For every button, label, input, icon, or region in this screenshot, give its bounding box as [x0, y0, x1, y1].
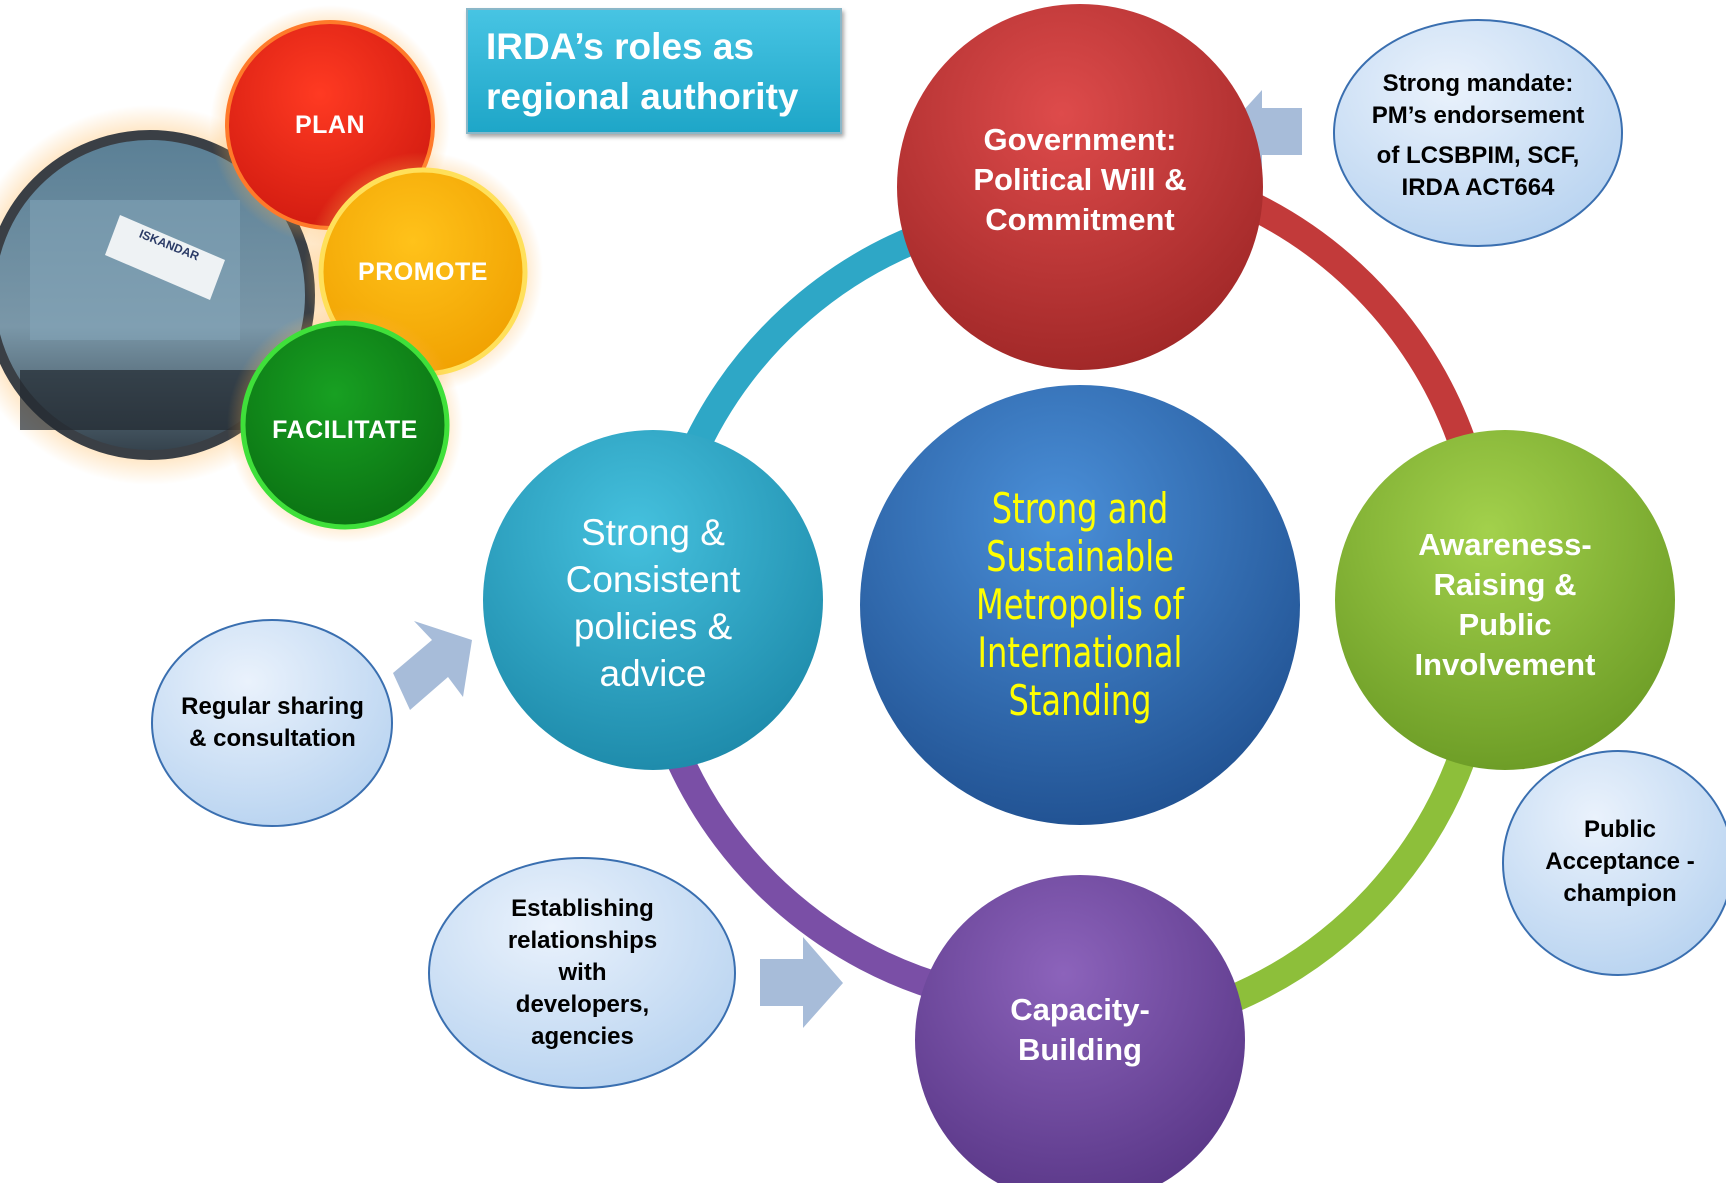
center-circle [860, 385, 1300, 825]
center-text: Strong and Sustainable Metropolis of Int… [919, 470, 1242, 740]
node-circle-capacity [915, 875, 1245, 1183]
support-acceptance-label: Public Acceptance - champion [1520, 812, 1720, 912]
node-capacity-label: Capacity- Building [960, 985, 1200, 1075]
sharing-line-1: Regular sharing [181, 692, 364, 720]
ring-segment-green [1224, 735, 1482, 1013]
awareness-line-2: Raising & [1433, 567, 1577, 602]
policies-line-2: Consistent [565, 558, 741, 600]
role-label-facilitate: FACILITATE [272, 415, 418, 444]
policies-line-4: advice [599, 652, 707, 694]
node-policies-label: Strong & Consistent policies & advice [533, 505, 773, 700]
relationships-line-2: relationships [507, 926, 658, 954]
support-mandate-label: Strong mandate: PM’s endorsement of LCSB… [1345, 63, 1611, 208]
node-circle-government [897, 4, 1263, 370]
arrow-sharing-to-policies [393, 621, 472, 710]
support-ellipse-mandate [1333, 19, 1623, 247]
support-ellipse-sharing [151, 619, 393, 827]
support-ellipse-relationships [428, 857, 736, 1089]
relationships-line-1: Establishing [511, 894, 654, 922]
node-circle-awareness [1335, 430, 1675, 770]
role-label-promote: PROMOTE [358, 257, 488, 286]
mandate-line-2: PM’s endorsement [1371, 101, 1585, 129]
government-line-1: Government: [983, 122, 1177, 157]
role-label-plan: PLAN [294, 110, 366, 139]
center-line-2: Sustainable [986, 532, 1174, 581]
capacity-line-2: Building [1018, 1032, 1142, 1067]
acceptance-line-3: champion [1563, 880, 1677, 907]
ring-segment-red [1234, 187, 1482, 465]
arrow-relationships-to-capacity [760, 937, 843, 1028]
policies-line-3: policies & [573, 605, 733, 647]
capacity-line-1: Capacity- [1010, 992, 1150, 1027]
government-line-3: Commitment [985, 202, 1175, 237]
center-line-4: International [977, 628, 1183, 677]
relationships-line-3: with [558, 958, 607, 986]
mandate-line-4: IRDA ACT664 [1401, 173, 1555, 201]
relationships-line-4: developers, [515, 990, 650, 1018]
node-awareness-label: Awareness- Raising & Public Involvement [1380, 520, 1630, 690]
support-sharing-label: Regular sharing & consultation [160, 685, 385, 760]
government-line-2: Political Will & [973, 162, 1187, 197]
title-box: IRDA’s roles as regional authority [466, 8, 842, 134]
mandate-line-3: of LCSBPIM, SCF, [1376, 141, 1580, 169]
mandate-line-1: Strong mandate: [1382, 69, 1574, 97]
support-relationships-label: Establishing relationships with develope… [470, 890, 695, 1055]
ring-segment-teal [677, 216, 945, 466]
title-line-2: regional authority [486, 76, 799, 117]
awareness-line-1: Awareness- [1418, 527, 1592, 562]
building-sign-board [105, 215, 225, 300]
awareness-line-3: Public [1458, 607, 1552, 642]
role-circle-facilitate [240, 320, 450, 530]
support-ellipse-acceptance [1502, 750, 1726, 976]
node-government-label: Government: Political Will & Commitment [940, 115, 1220, 245]
relationships-line-5: agencies [531, 1022, 634, 1050]
node-circle-policies [483, 430, 823, 770]
awareness-line-4: Involvement [1414, 647, 1596, 682]
center-line-3: Metropolis of [976, 580, 1184, 629]
center-line-5: Standing [1008, 676, 1152, 725]
policies-line-1: Strong & [581, 511, 725, 553]
acceptance-line-2: Acceptance - [1545, 848, 1695, 875]
title-line-1: IRDA’s roles as [486, 26, 755, 67]
sharing-line-2: & consultation [189, 724, 356, 752]
ring-segment-purple [667, 754, 954, 1004]
center-line-1: Strong and [991, 484, 1169, 533]
acceptance-line-1: Public [1583, 816, 1656, 843]
